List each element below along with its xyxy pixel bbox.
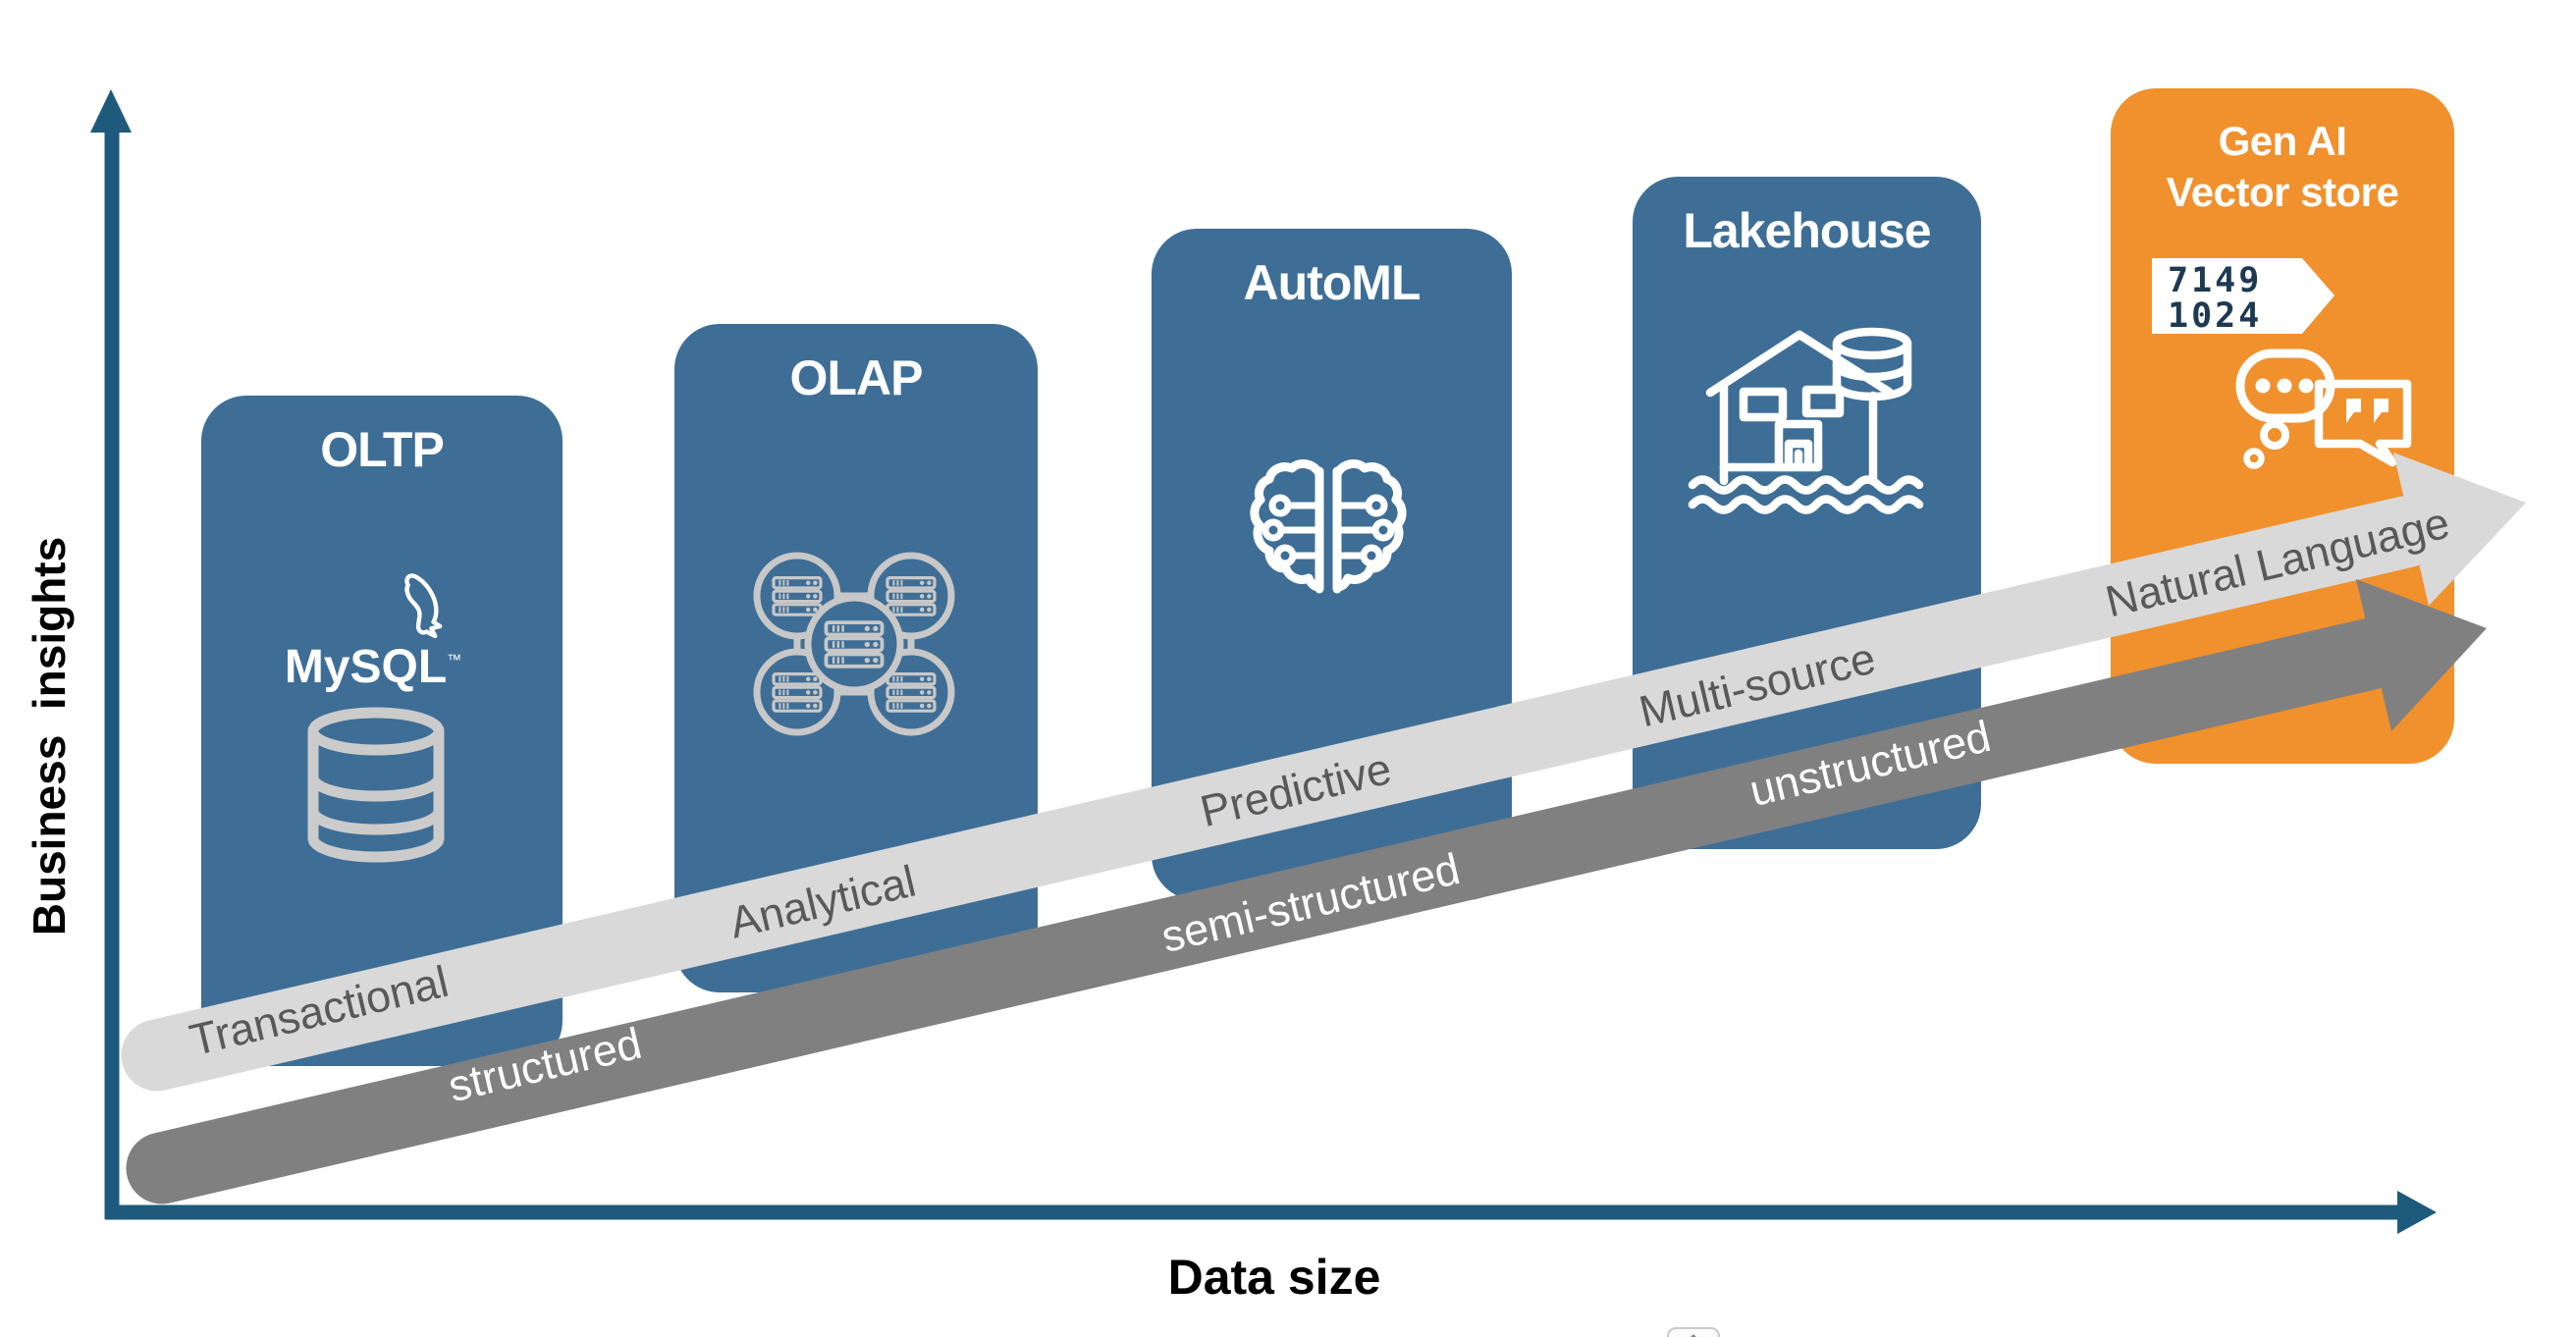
card-oltp: OLTP (201, 396, 563, 1066)
y-axis (90, 89, 132, 1219)
vector-value-2: 1024 (2168, 296, 2263, 336)
card-title: OLAP (789, 350, 924, 405)
upload-icon (1690, 1334, 1696, 1337)
vector-value-1: 7149 (2168, 261, 2263, 300)
trademark-symbol: ™ (447, 652, 462, 668)
card-genai-vector-store: Gen AI Vector store (2111, 88, 2454, 764)
card-title-line2: Vector store (2166, 169, 2399, 215)
x-axis-label: Data size (1167, 1250, 1381, 1305)
card-title: AutoML (1243, 255, 1421, 310)
card-title-line1: Gen AI (2218, 118, 2347, 164)
y-axis-label: Business insights (24, 536, 75, 936)
overlay-button[interactable] (1667, 1327, 1720, 1337)
card-title: Lakehouse (1683, 203, 1931, 258)
x-axis (105, 1191, 2437, 1234)
card-title: Gen AI Vector store (2111, 116, 2454, 218)
card-title: OLTP (320, 422, 445, 477)
mysql-wordmark: MySQL™ (284, 641, 462, 693)
